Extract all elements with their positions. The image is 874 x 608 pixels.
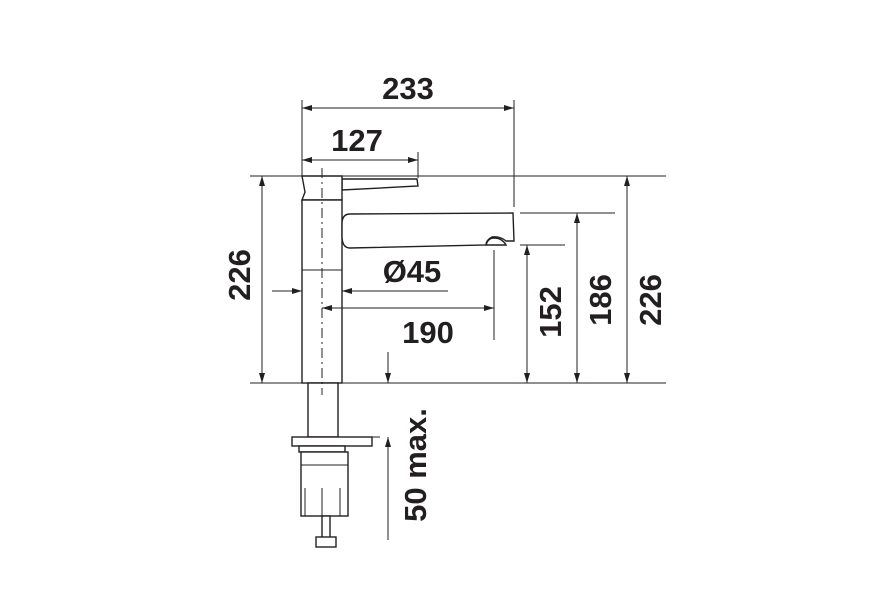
mounting-nut: [300, 451, 349, 517]
label-127: 127: [331, 123, 383, 158]
label-226-right: 226: [633, 274, 668, 326]
mounting-flange: [291, 436, 373, 447]
label-233: 233: [382, 71, 434, 106]
mounting-ring: [298, 445, 346, 453]
label-190: 190: [402, 315, 454, 350]
shank: [307, 382, 339, 438]
label-50-max: 50 max.: [398, 408, 433, 522]
dimension-lines: [259, 105, 630, 540]
aerator: [485, 237, 508, 246]
label-152: 152: [533, 286, 568, 338]
rod-nut: [315, 536, 337, 548]
threaded-rod: [321, 515, 331, 539]
faucet-outline: [291, 168, 515, 548]
spout: [341, 212, 515, 249]
lever-handle: [341, 178, 419, 191]
label-186: 186: [583, 274, 618, 326]
label-226-left: 226: [222, 249, 257, 301]
label-d45: Ø45: [383, 254, 442, 289]
extension-lines: [250, 100, 666, 438]
